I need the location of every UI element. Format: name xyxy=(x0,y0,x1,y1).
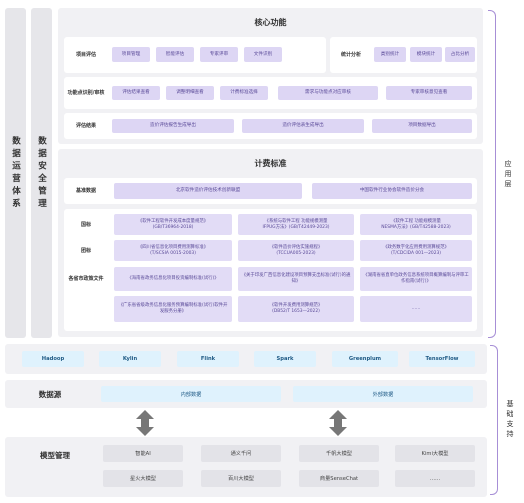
chip-project-data-export[interactable]: 项目数据导出 xyxy=(372,119,472,133)
core-functions-panel: 核心功能 项目评估 项目管理 智能评估 专家评审 文件识别 统计分析 类别统计 … xyxy=(58,8,483,144)
tech-stack-panel: Hadoop Kylin Flink Spark Greenplum Tenso… xyxy=(5,344,487,374)
eval-result-label: 评估结果 xyxy=(75,122,96,129)
std-national-3[interactable]: 《软件工程 功能规模测量 NESMA方法》(GB/T42588-2023) xyxy=(360,214,472,235)
model-more: …… xyxy=(395,470,475,487)
base-support-label-box: 基础支持 xyxy=(500,385,520,455)
chip-adjust-detail[interactable]: 调整明细查看 xyxy=(166,86,214,100)
model-mgmt-label: 模型管理 xyxy=(40,450,70,460)
model-ai[interactable]: 智能AI xyxy=(103,445,183,462)
model-qianfan[interactable]: 千帆大模型 xyxy=(299,445,379,462)
chip-china-association[interactable]: 中国软件行业协会软件造价分会 xyxy=(312,183,472,199)
data-security-label: 数据安全管理 xyxy=(36,135,47,211)
func-points-row: 功能点识别/审核 评估结果查看 调整明细查看 计费标准选择 需求与功能点对应审核… xyxy=(64,77,477,109)
data-source-panel: 数据源 内部数据 外部数据 xyxy=(5,380,487,408)
std-provincial-3[interactable]: 《湖南省省直单位政务信息系统项目概算编制与评审工作指南(试行)》 xyxy=(360,267,472,291)
base-data-row: 基准数据 北京软件造价评估技术创新联盟 中国软件行业协会软件造价分会 xyxy=(64,178,477,204)
base-data-label: 基准数据 xyxy=(75,187,96,194)
chip-module-stats[interactable]: 模块统计 xyxy=(410,47,442,62)
chip-ratio-analysis[interactable]: 占比分析 xyxy=(445,47,475,62)
std-national-2[interactable]: 《系统与软件工程 功能规模测量 IFPUG方法》(GB/T42449-2023) xyxy=(238,214,354,235)
std-group-1[interactable]: 《四川省信息化项目费用测算标准》 (T/SCSIA 0015-2003) xyxy=(114,240,232,261)
tech-greenplum: Greenplum xyxy=(332,351,398,367)
std-provincial-more: …… xyxy=(360,296,472,322)
chip-report-export[interactable]: 造价评估报告生成导出 xyxy=(112,119,234,133)
base-support-label: 基础支持 xyxy=(506,400,514,440)
app-layer-bracket xyxy=(488,10,496,338)
chip-category-stats[interactable]: 类别统计 xyxy=(374,47,406,62)
std-group-2[interactable]: 《软件造价评估实施规程》 (TCCUA005-2023) xyxy=(238,240,354,261)
chip-req-func-review[interactable]: 需求与功能点对应审核 xyxy=(278,86,378,100)
external-data-box[interactable]: 外部数据 xyxy=(293,386,473,402)
chip-result-view[interactable]: 评估结果查看 xyxy=(112,86,160,100)
chip-project-mgmt[interactable]: 项目管理 xyxy=(112,47,150,62)
eval-result-row: 评估结果 造价评估报告生成导出 造价评估表生成导出 项目数据导出 xyxy=(64,113,477,139)
chip-file-recognition[interactable]: 文件识别 xyxy=(244,47,282,62)
chip-table-export[interactable]: 造价评估表生成导出 xyxy=(242,119,364,133)
tech-flink: Flink xyxy=(177,351,239,367)
model-tongyi[interactable]: 通义千问 xyxy=(201,445,281,462)
chip-smart-eval[interactable]: 智能评估 xyxy=(156,47,194,62)
model-mgmt-panel: 模型管理 智能AI 通义千问 千帆大模型 Kimi大模型 星火大模型 百川大模型… xyxy=(5,437,487,497)
tech-hadoop: Hadoop xyxy=(22,351,84,367)
core-functions-title: 核心功能 xyxy=(254,17,287,27)
model-xinghuo[interactable]: 星火大模型 xyxy=(103,470,183,487)
internal-data-box[interactable]: 内部数据 xyxy=(101,386,281,402)
func-points-label: 功能点识别/审核 xyxy=(67,89,105,96)
std-provincial-4[interactable]: 《广东省省级政务信息化服务预算编制标准(试行)软件开发服务分册》 xyxy=(114,296,232,322)
std-provincial-1[interactable]: 《海南省政务信息化项目投资编制标准(试行)》 xyxy=(114,267,232,291)
base-support-bracket xyxy=(490,345,498,495)
project-eval-row: 项目评估 项目管理 智能评估 专家评审 文件识别 xyxy=(64,37,326,73)
data-security-column: 数据安全管理 xyxy=(31,8,52,338)
std-provincial-5[interactable]: 《软件开发费用测算规范》 (DB52/T 1653—2022) xyxy=(238,296,354,322)
tech-kylin: Kylin xyxy=(99,351,161,367)
provincial-label: 各省市政策文件 xyxy=(68,275,104,282)
standards-block: 国标 团标 各省市政策文件 《软件工程软件开发成本度量规范》 (GB/T3696… xyxy=(64,209,477,331)
national-label: 国标 xyxy=(80,221,91,228)
model-baichuan[interactable]: 百川大模型 xyxy=(201,470,281,487)
pricing-standards-panel: 计费标准 基准数据 北京软件造价评估技术创新联盟 中国软件行业协会软件造价分会 … xyxy=(58,149,483,337)
chip-expert-opinion[interactable]: 专家审核意见查看 xyxy=(386,86,472,100)
chip-pricing-select[interactable]: 计费标准选择 xyxy=(220,86,268,100)
tech-spark: Spark xyxy=(254,351,316,367)
tech-tensorflow: TensorFlow xyxy=(409,351,475,367)
arrow-external-icon xyxy=(329,410,347,436)
std-national-1[interactable]: 《软件工程软件开发成本度量规范》 (GB/T36964-2018) xyxy=(114,214,232,235)
group-label: 团标 xyxy=(80,247,91,254)
arrow-internal-icon xyxy=(136,410,154,436)
model-kimi[interactable]: Kimi大模型 xyxy=(395,445,475,462)
data-source-label: 数据源 xyxy=(38,389,62,399)
project-eval-label: 项目评估 xyxy=(75,51,96,58)
app-layer-label: 应用层 xyxy=(504,160,512,190)
app-layer-label-box: 应用层 xyxy=(498,120,518,230)
std-group-3[interactable]: 《政务数字化应用费用测算规范》 (T/CDCIDA 001—2023) xyxy=(360,240,472,261)
pricing-standards-title: 计费标准 xyxy=(254,158,287,168)
data-ops-column: 数据运营体系 xyxy=(5,8,26,338)
std-provincial-2[interactable]: 《关于印发广西信息化建设项目预算支出标准(试行)的通知》 xyxy=(238,267,354,291)
stats-label: 统计分析 xyxy=(340,51,361,58)
chip-expert-review[interactable]: 专家评审 xyxy=(200,47,238,62)
chip-beijing-alliance[interactable]: 北京软件造价评估技术创新联盟 xyxy=(114,183,302,199)
stats-row: 统计分析 类别统计 模块统计 占比分析 xyxy=(330,37,477,73)
model-sensechat[interactable]: 商量SenseChat xyxy=(299,470,379,487)
data-ops-label: 数据运营体系 xyxy=(10,135,21,211)
